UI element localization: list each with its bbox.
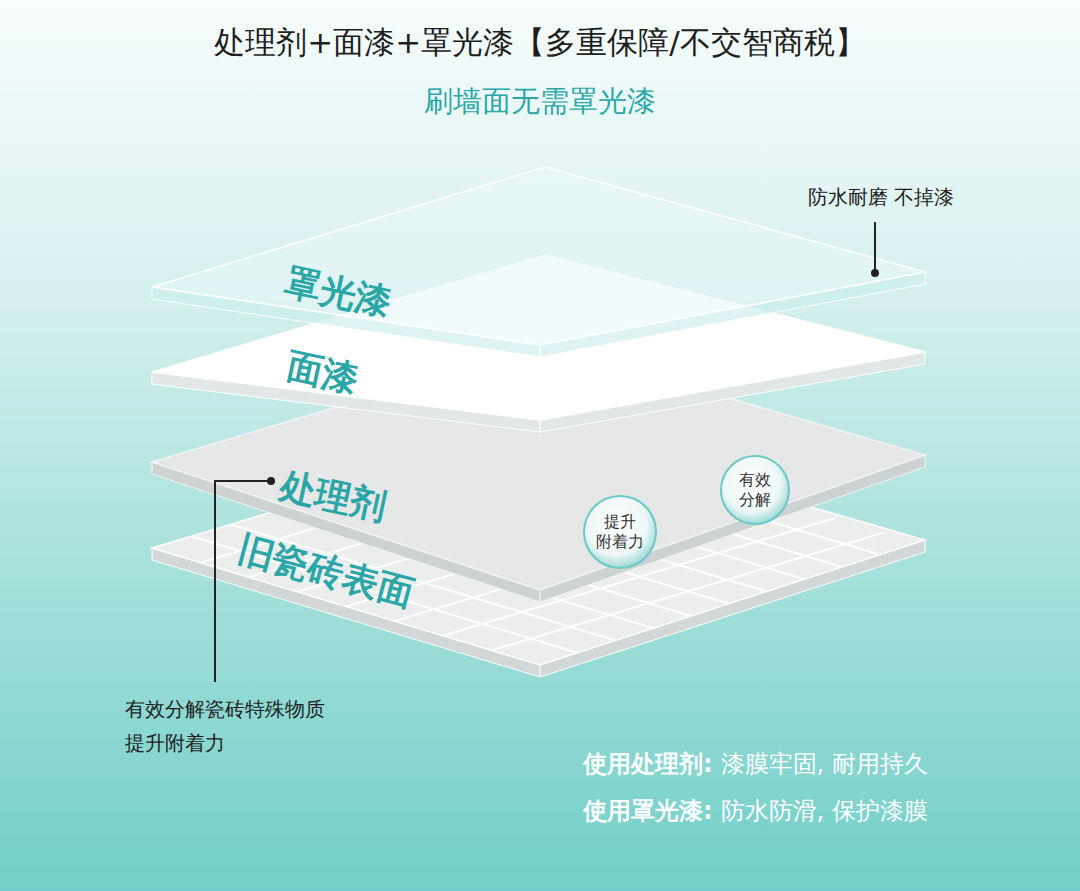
callout-text: 有效分解瓷砖特殊物质 提升附着力 bbox=[125, 692, 375, 760]
feature-bubble: 有效 分解 bbox=[719, 454, 791, 526]
title: 处理剂+面漆+罩光漆【多重保障/不交智商税】 bbox=[0, 22, 1080, 64]
leader-dot bbox=[871, 269, 879, 277]
leader-line bbox=[874, 222, 876, 270]
benefit-row: 使用处理剂:漆膜牢固, 耐用持久 bbox=[583, 748, 928, 784]
callout-text: 防水耐磨 不掉漆 bbox=[808, 184, 954, 211]
bubble-circle bbox=[584, 496, 656, 568]
benefit-heading: 使用罩光漆: bbox=[583, 795, 713, 831]
bubble-text: 提升 附着力 bbox=[588, 512, 652, 552]
benefit-row: 使用罩光漆:防水防滑, 保护漆膜 bbox=[583, 795, 928, 831]
bubble-text-wrap: 提升 附着力 bbox=[582, 494, 658, 570]
benefit-text: 防水防滑, 保护漆膜 bbox=[721, 795, 928, 831]
benefit-heading: 使用处理剂: bbox=[583, 748, 713, 784]
leader-dot bbox=[267, 477, 275, 485]
feature-bubble: 提升 附着力 bbox=[582, 494, 658, 570]
bubble-text-wrap: 有效 分解 bbox=[719, 454, 791, 526]
subtitle: 刷墙面无需罩光漆 bbox=[0, 82, 1080, 122]
bubble-text: 有效 分解 bbox=[725, 470, 785, 510]
leader-line bbox=[215, 481, 268, 682]
benefit-text: 漆膜牢固, 耐用持久 bbox=[721, 748, 928, 784]
bubble-circle bbox=[721, 456, 789, 524]
benefit-notes: 使用处理剂:漆膜牢固, 耐用持久使用罩光漆:防水防滑, 保护漆膜 bbox=[583, 748, 928, 842]
